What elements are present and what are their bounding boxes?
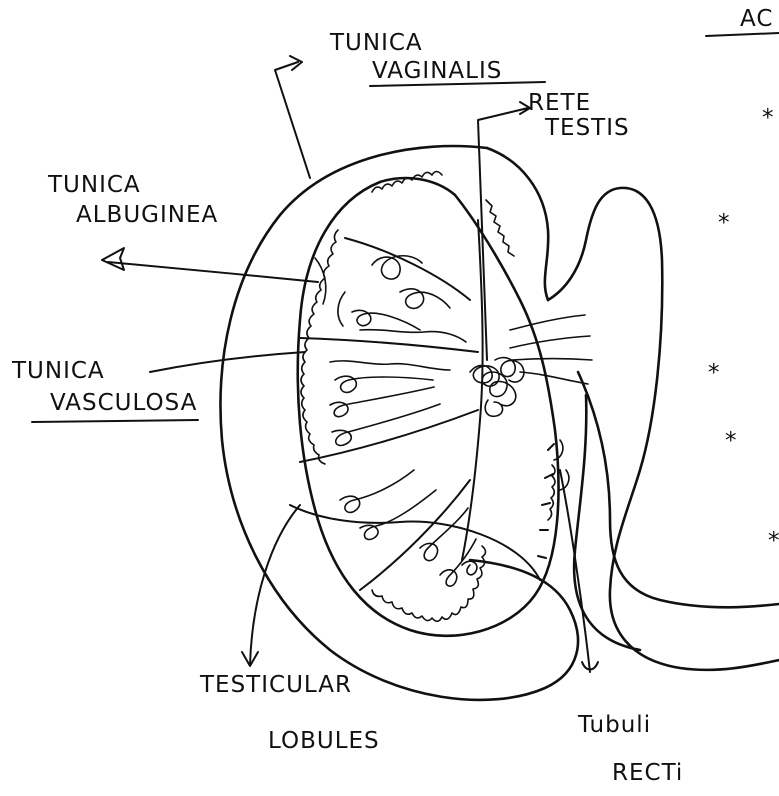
side-marker-4: * — [725, 428, 738, 454]
side-marker-2: * — [718, 210, 731, 236]
tunica-vasculosa-wave-bottom — [372, 546, 486, 621]
label-testicular-lobules-1: TESTICULAR — [199, 672, 352, 698]
label-tunica-vasculosa-underline — [32, 420, 198, 422]
label-tunica-albuginea-1: TUNICA — [47, 172, 141, 198]
ductus-outer-wall — [578, 372, 779, 607]
pointer-tunica-vasculosa — [150, 352, 305, 372]
pointer-tunica-albuginea — [102, 248, 318, 282]
label-tunica-vaginalis-1: TUNICA — [329, 30, 423, 56]
label-tunica-albuginea-2: ALBUGINEA — [76, 202, 218, 228]
label-rete-testis-2: TESTIS — [544, 115, 630, 141]
septum-2 — [300, 410, 478, 462]
tunica-vasculosa-wave-right — [548, 465, 555, 520]
label-tubuli-recti-2: RECTi — [612, 760, 683, 786]
corner-heading-underline — [706, 33, 779, 36]
pointer-rete-testis — [478, 102, 530, 360]
side-marker-3: * — [708, 360, 721, 386]
corner-heading-fragment: AC — [740, 6, 773, 32]
tubuli-recti-stubs — [538, 444, 554, 558]
mediastinum-line — [462, 220, 483, 560]
label-tunica-vasculosa-2: VASCULOSA — [50, 390, 197, 416]
pointer-tunica-vaginalis — [275, 56, 310, 178]
septum-3 — [345, 238, 470, 300]
epididymis-outline — [548, 188, 779, 670]
side-marker-1: * — [762, 105, 775, 131]
septum-1 — [300, 338, 478, 352]
label-tunica-vaginalis-2: VAGINALIS — [372, 58, 502, 84]
side-marker-5: * — [768, 528, 779, 554]
rete-testis-tangle — [470, 365, 516, 405]
label-testicular-lobules-2: LOBULES — [268, 728, 380, 754]
tunica-vaginalis-outline — [220, 146, 577, 700]
seminiferous-tubules — [315, 256, 477, 586]
label-tunica-vasculosa-1: TUNICA — [11, 358, 105, 384]
ductus-deferens-outline — [574, 395, 640, 650]
label-tubuli-recti-1: Tubuli — [577, 712, 651, 738]
label-rete-testis-1: RETE — [528, 90, 591, 116]
tunica-albuginea-outline — [298, 178, 559, 636]
